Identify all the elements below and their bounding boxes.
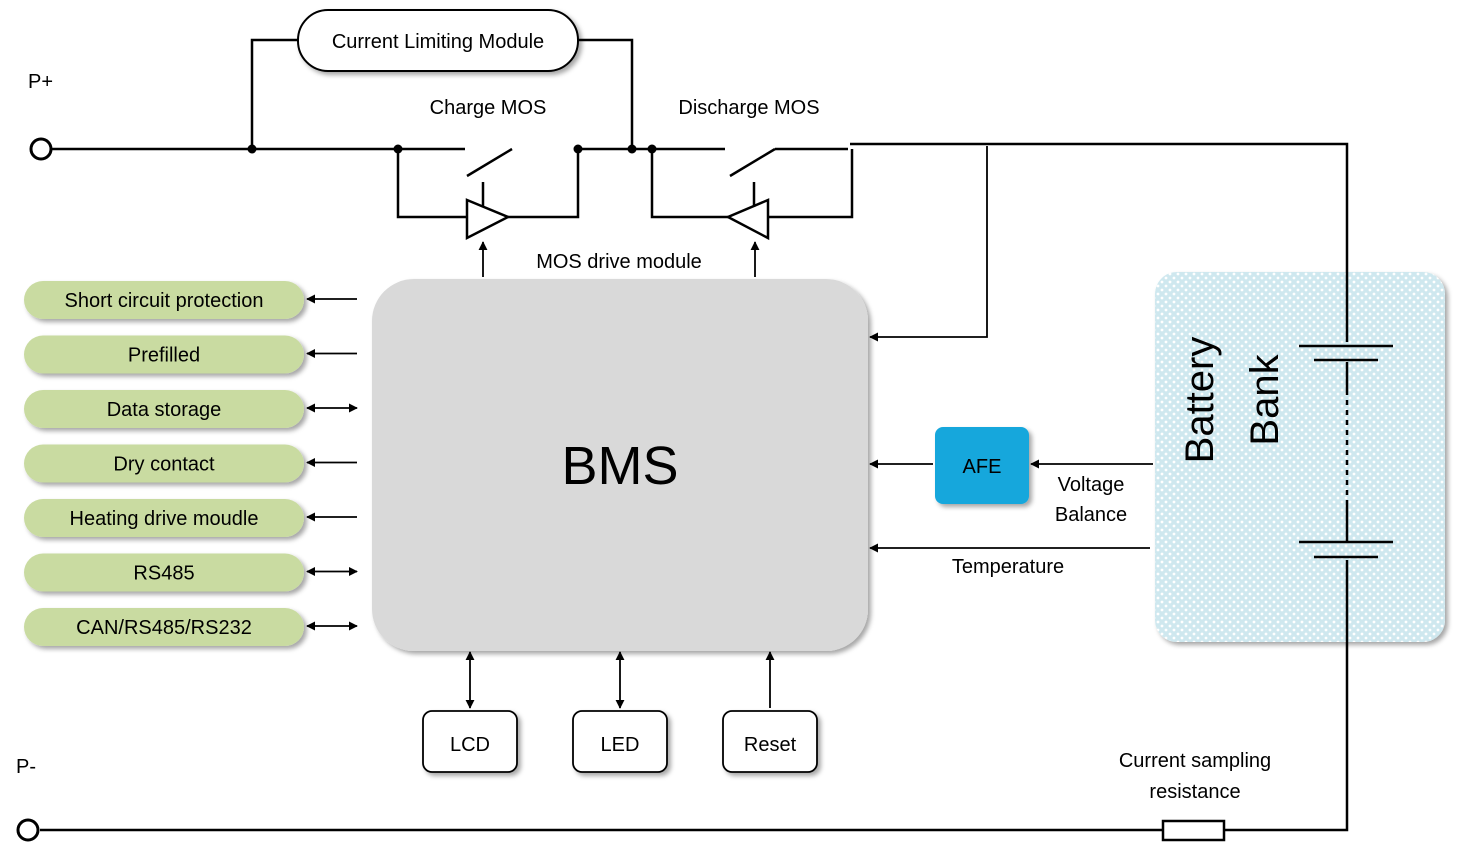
current-sampling-label-line2: resistance bbox=[1149, 781, 1240, 803]
power-wiring bbox=[40, 38, 1393, 832]
bottom-module-item: Reset bbox=[722, 651, 818, 773]
left-module-label: RS485 bbox=[133, 563, 194, 585]
bottom-module-item: LED bbox=[572, 651, 668, 773]
temperature-label: Temperature bbox=[952, 556, 1064, 578]
bottom-module-item: LCD bbox=[422, 651, 518, 773]
left-module-item: Short circuit protection bbox=[24, 281, 357, 319]
left-module-item: Data storage bbox=[24, 390, 358, 428]
battery-bank-label-line1: Battery bbox=[1178, 337, 1222, 464]
charge-mos-switch-icon bbox=[396, 147, 580, 241]
bottom-module-label: Reset bbox=[744, 734, 797, 756]
p-minus-label: P- bbox=[16, 756, 36, 778]
discharge-mos-label: Discharge MOS bbox=[678, 97, 819, 119]
afe-block: AFE bbox=[935, 427, 1029, 504]
bms-label: BMS bbox=[561, 436, 678, 496]
p-plus-label: P+ bbox=[28, 71, 53, 93]
bms-block: BMS bbox=[372, 279, 868, 651]
voltage-sense-arrow bbox=[869, 146, 988, 342]
current-limiting-module: Current Limiting Module bbox=[297, 9, 579, 72]
current-limiting-module-label: Current Limiting Module bbox=[332, 31, 544, 53]
charge-mos-label: Charge MOS bbox=[430, 97, 547, 119]
left-module-label: Heating drive moudle bbox=[70, 508, 259, 530]
left-module-label: Short circuit protection bbox=[65, 290, 264, 312]
bottom-module-label: LED bbox=[601, 734, 640, 756]
current-sampling-label-line1: Current sampling bbox=[1119, 750, 1271, 772]
battery-bank-label-line2: Bank bbox=[1243, 353, 1287, 445]
discharge-mos-switch-icon bbox=[650, 147, 854, 241]
left-module-label: CAN/RS485/RS232 bbox=[76, 617, 252, 639]
mos-drive-module-label: MOS drive module bbox=[536, 251, 702, 273]
left-module-item: RS485 bbox=[24, 553, 358, 592]
p-minus-terminal-icon bbox=[16, 818, 40, 842]
junction-dots bbox=[247, 144, 657, 154]
p-plus-terminal-icon bbox=[29, 137, 53, 161]
left-module-item: CAN/RS485/RS232 bbox=[24, 608, 358, 646]
voltage-label: Voltage bbox=[1058, 474, 1125, 496]
current-sampling-resistor bbox=[1161, 819, 1226, 842]
afe-label: AFE bbox=[963, 456, 1002, 478]
left-module-label: Data storage bbox=[107, 399, 222, 421]
bottom-module-label: LCD bbox=[450, 734, 490, 756]
bottom-modules: LCD LED Reset bbox=[422, 651, 818, 773]
left-module-label: Dry contact bbox=[113, 454, 215, 476]
left-module-label: Prefilled bbox=[128, 345, 200, 367]
battery-bank: Battery Bank bbox=[1155, 272, 1445, 642]
left-module-item: Dry contact bbox=[24, 444, 357, 483]
left-module-item: Heating drive moudle bbox=[24, 499, 357, 537]
left-module-item: Prefilled bbox=[24, 335, 357, 374]
balance-label: Balance bbox=[1055, 504, 1127, 526]
